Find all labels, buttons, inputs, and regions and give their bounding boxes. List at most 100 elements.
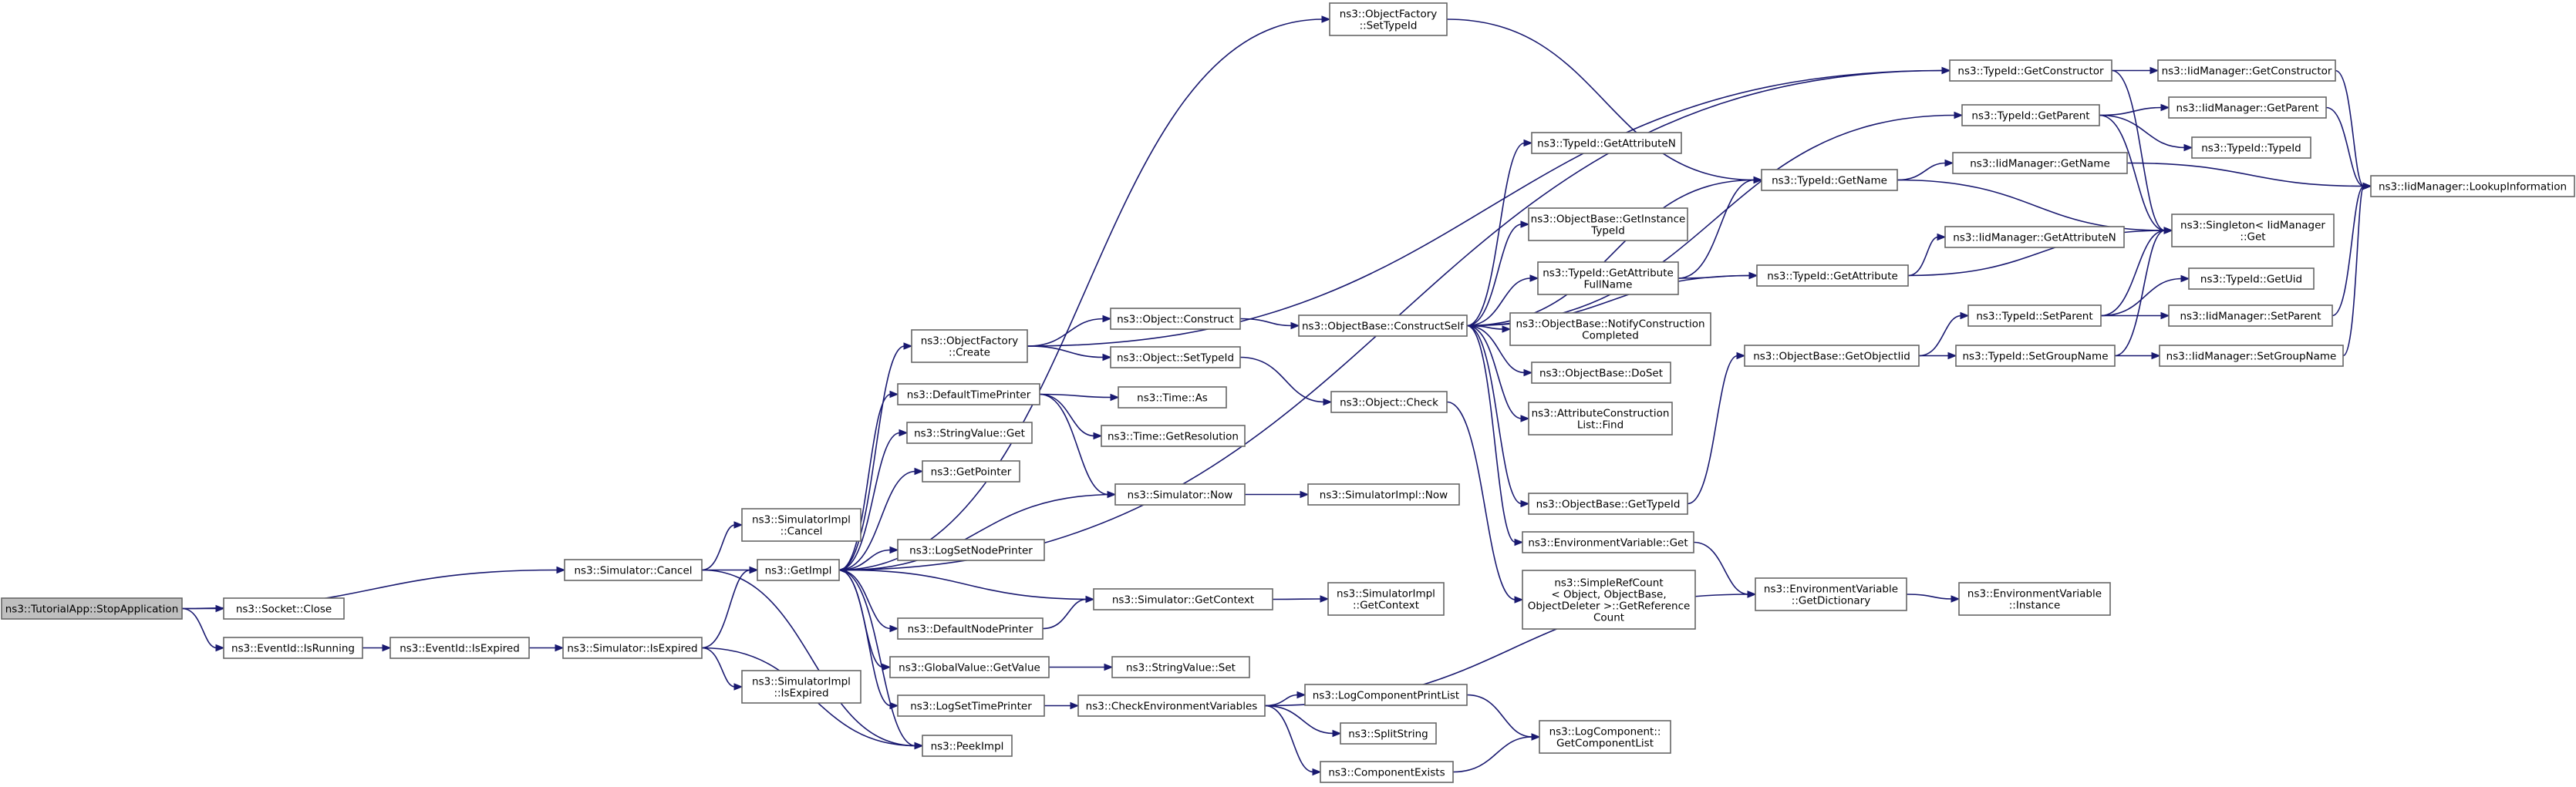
node-objbase-gettypeid[interactable]: ns3::ObjectBase::GetTypeId (1528, 493, 1688, 515)
node-sim-cancel[interactable]: ns3::Simulator::Cancel (564, 559, 703, 581)
node-simimpl-getcontext[interactable]: ns3::SimulatorImpl::GetContext (1327, 582, 1445, 616)
node-simplerefcount-getrefcount[interactable]: ns3::SimpleRefCount< Object, ObjectBase,… (1522, 570, 1696, 630)
node-iidmgr-getattributen[interactable]: ns3::IidManager::GetAttributeN (1944, 226, 2125, 248)
node-time-getresolution[interactable]: ns3::Time::GetResolution (1101, 425, 1246, 447)
node-envvar-getdictionary[interactable]: ns3::EnvironmentVariable::GetDictionary (1755, 577, 1907, 611)
edge-object_settypeid-to-object_check (1239, 356, 1333, 406)
node-log-comp-printlist[interactable]: ns3::LogComponentPrintList (1304, 684, 1468, 706)
node-componentexists[interactable]: ns3::ComponentExists (1320, 761, 1454, 783)
node-socket-close[interactable]: ns3::Socket::Close (223, 597, 345, 620)
edge-arrowhead (2160, 311, 2170, 320)
node-objbase-constructself[interactable]: ns3::ObjectBase::ConstructSelf (1298, 314, 1468, 337)
edge-arrowhead (1070, 701, 1080, 710)
node-sim-now[interactable]: ns3::Simulator::Now (1114, 483, 1246, 506)
node-iidmgr-getconstructor[interactable]: ns3::IidManager::GetConstructor (2157, 59, 2336, 82)
node-typeid-typeid[interactable]: ns3::TypeId::TypeId (2191, 136, 2311, 159)
node-singleton-get[interactable]: ns3::Singleton< IidManager::Get (2171, 214, 2335, 247)
node-of-create[interactable]: ns3::ObjectFactory::Create (911, 329, 1028, 363)
node-box (1, 597, 183, 620)
edge-line (2126, 162, 2365, 187)
node-box (1522, 531, 1694, 553)
node-typeid-getuid[interactable]: ns3::TypeId::GetUid (2188, 267, 2315, 290)
node-box (2159, 345, 2344, 367)
node-iidmgr-lookupinformation[interactable]: ns3::IidManager::LookupInformation (2370, 175, 2575, 197)
node-simimpl-now[interactable]: ns3::SimulatorImpl::Now (1307, 483, 1460, 506)
edge-arrowhead (1747, 590, 1757, 598)
node-getimpl[interactable]: ns3::GetImpl (757, 559, 840, 581)
node-peekimpl[interactable]: ns3::PeekImpl (922, 735, 1013, 757)
node-box (1756, 264, 1909, 287)
node-defaultnodeprinter[interactable]: ns3::DefaultNodePrinter (897, 617, 1044, 640)
node-default-time-printer[interactable]: ns3::DefaultTimePrinter (897, 383, 1040, 405)
node-getpointer[interactable]: ns3::GetPointer (922, 460, 1020, 483)
node-typeid-getname[interactable]: ns3::TypeId::GetName (1761, 169, 1898, 191)
node-splitstring[interactable]: ns3::SplitString (1340, 722, 1437, 745)
node-simimpl-isexpired[interactable]: ns3::SimulatorImpl::IsExpired (741, 670, 861, 704)
node-label: ns3::CheckEnvironmentVariables (1086, 701, 1258, 713)
node-iidmgr-getname[interactable]: ns3::IidManager::GetName (1952, 152, 2128, 174)
edge-typeid_getattributefullname-to-typeid_getattribute (1677, 271, 1758, 280)
node-envvar-instance[interactable]: ns3::EnvironmentVariable::Instance (1958, 582, 2111, 616)
edge-iidmgr_getname-to-iidmgr_lookupinformation (2126, 162, 2372, 190)
node-stringvalue-get[interactable]: ns3::StringValue::Get (906, 422, 1033, 444)
node-typeid-setparent[interactable]: ns3::TypeId::SetParent (1967, 304, 2102, 327)
node-logsetnodeprinter[interactable]: ns3::LogSetNodePrinter (897, 539, 1045, 561)
node-globalvalue-getvalue[interactable]: ns3::GlobalValue::GetValue (889, 656, 1050, 678)
node-label: ns3::DefaultNodePrinter (908, 624, 1033, 636)
node-box (1531, 132, 1682, 154)
node-label: ns3::Socket::Close (236, 604, 332, 616)
edge-arrowhead (1502, 325, 1512, 333)
node-eventid-isexpired[interactable]: ns3::EventId::IsExpired (389, 637, 530, 659)
node-sim-isexpired[interactable]: ns3::Simulator::IsExpired (562, 637, 703, 659)
node-eventid-isrunning[interactable]: ns3::EventId::IsRunning (223, 637, 363, 659)
node-objbase-doset[interactable]: ns3::ObjectBase::DoSet (1531, 362, 1671, 384)
node-typeid-getattributen[interactable]: ns3::TypeId::GetAttributeN (1531, 132, 1682, 154)
node-objbase-notifyconstructioncompleted[interactable]: ns3::ObjectBase::NotifyConstructionCompl… (1509, 312, 1711, 346)
node-envvar-get[interactable]: ns3::EnvironmentVariable::Get (1522, 531, 1694, 553)
edge-line (181, 607, 217, 649)
edge-iidmgr_setgroupname-to-iidmgr_lookupinformation (2342, 182, 2372, 357)
node-typeid-getattribute[interactable]: ns3::TypeId::GetAttribute (1756, 264, 1909, 287)
edge-sim_isexpired-to-simimpl_isexpired (701, 647, 743, 691)
node-box (1340, 722, 1437, 745)
node-label: ns3::IidManager::LookupInformation (2379, 181, 2567, 193)
node-box (2370, 175, 2575, 197)
edge-arrowhead (382, 644, 392, 652)
edge-typeid_getname-to-singleton_get (1897, 179, 2173, 234)
node-iidmgr-setparent[interactable]: ns3::IidManager::SetParent (2168, 304, 2333, 327)
node-box (897, 617, 1044, 640)
node-box (1304, 684, 1468, 706)
edge-line (1466, 179, 1755, 327)
edge-line (1239, 318, 1293, 327)
node-logcomponent-getcomponentlist[interactable]: ns3::LogComponent::GetComponentList (1539, 720, 1671, 754)
node-object-construct[interactable]: ns3::Object::Construct (1110, 308, 1241, 330)
node-typeid-setgroupname[interactable]: ns3::TypeId::SetGroupName (1955, 345, 2116, 367)
node-box (1111, 656, 1250, 678)
node-tutorial-stop: ns3::TutorialApp::StopApplication (1, 597, 183, 620)
node-simimpl-cancel[interactable]: ns3::SimulatorImpl::Cancel (741, 508, 861, 542)
edge-line (1039, 393, 1109, 496)
node-label: ns3::PeekImpl (931, 741, 1004, 753)
node-iidmgr-getparent[interactable]: ns3::IidManager::GetParent (2168, 96, 2327, 119)
edge-arrowhead (2362, 182, 2372, 190)
node-typeid-getparent[interactable]: ns3::TypeId::GetParent (1961, 104, 2100, 126)
node-logsettimeprinter[interactable]: ns3::LogSetTimePrinter (897, 695, 1045, 717)
edge-iidmgr_getparent-to-iidmgr_lookupinformation (2325, 106, 2372, 190)
node-objbase-getobjectiid[interactable]: ns3::ObjectBase::GetObjectIid (1744, 345, 1920, 367)
node-stringvalue-set[interactable]: ns3::StringValue::Set (1111, 656, 1250, 678)
node-check-env-vars[interactable]: ns3::CheckEnvironmentVariables (1077, 695, 1266, 717)
node-object-settypeid[interactable]: ns3::Object::SetTypeId (1110, 346, 1241, 368)
node-label: ns3::IidManager::GetConstructor (2162, 66, 2332, 78)
node-label: ns3::Simulator::GetContext (1112, 594, 1254, 607)
node-iidmgr-setgroupname[interactable]: ns3::IidManager::SetGroupName (2159, 345, 2344, 367)
edge-typeid_getparent-to-iidmgr_getparent (2099, 103, 2170, 116)
node-sim-getcontext[interactable]: ns3::Simulator::GetContext (1093, 588, 1273, 610)
node-time-as[interactable]: ns3::Time::As (1118, 386, 1227, 409)
node-of-settypeid[interactable]: ns3::ObjectFactory::SetTypeId (1329, 2, 1448, 36)
node-label: ns3::Object::Check (1340, 397, 1438, 409)
node-typeid-getconstructor[interactable]: ns3::TypeId::GetConstructor (1949, 59, 2112, 82)
node-object-check[interactable]: ns3::Object::Check (1330, 391, 1448, 413)
